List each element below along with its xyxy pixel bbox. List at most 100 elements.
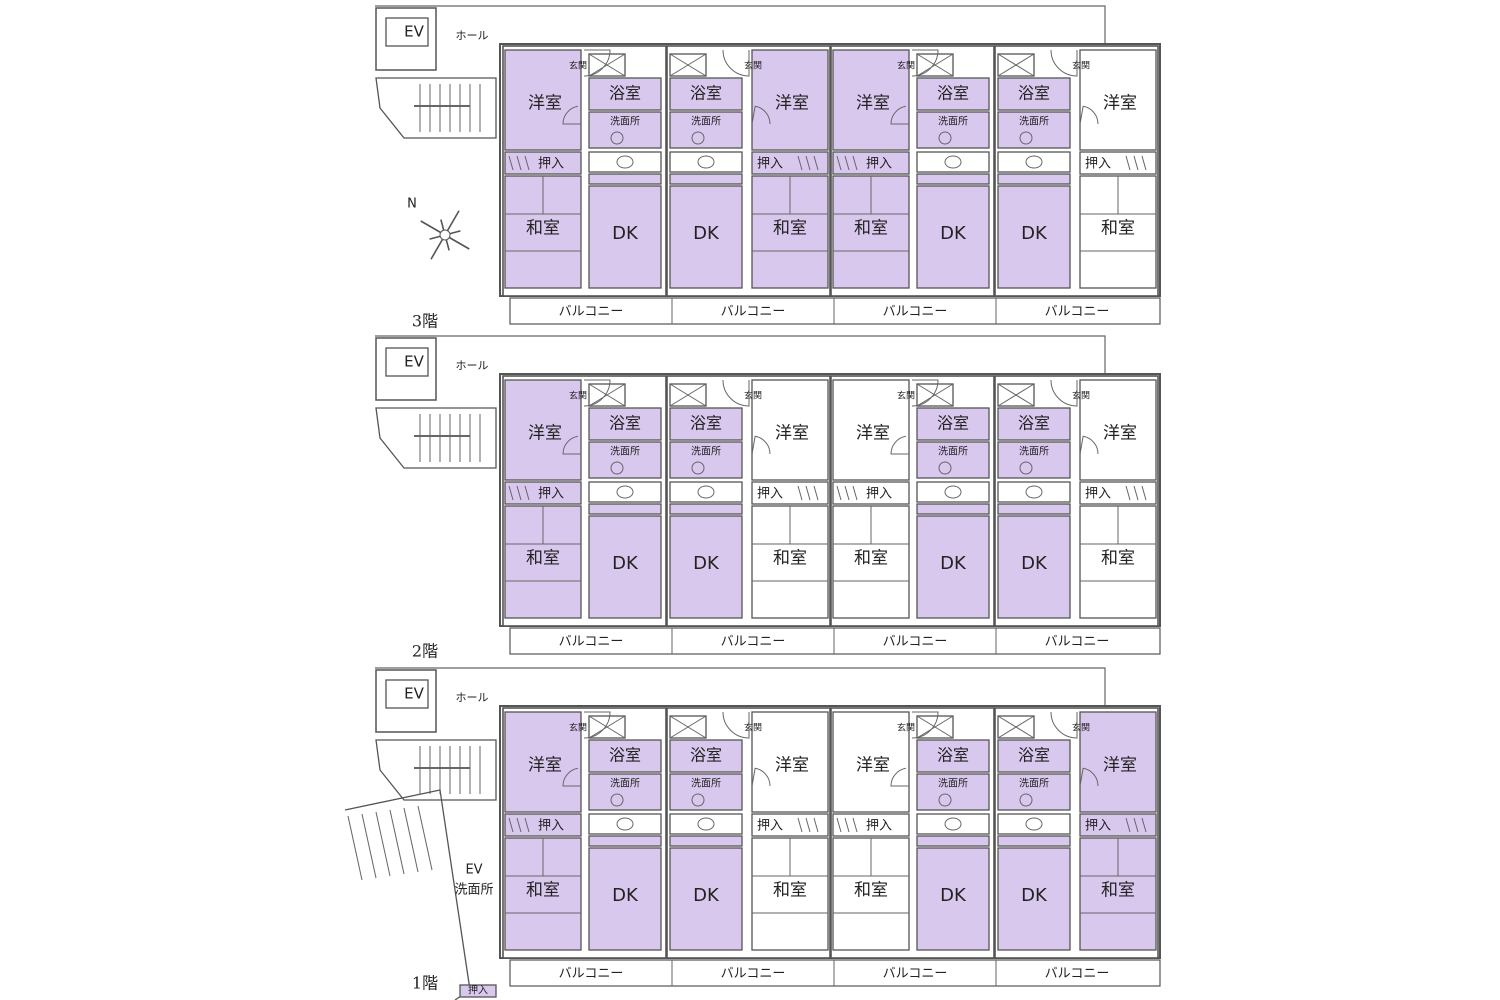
washroom-label: 洗面所 xyxy=(1019,446,1049,458)
washroom xyxy=(669,441,743,479)
bathroom xyxy=(916,739,990,773)
washroom xyxy=(588,773,662,811)
japanese-room-label: 和室 xyxy=(773,549,807,569)
dining-kitchen-label: DK xyxy=(612,885,639,906)
closet xyxy=(504,481,582,505)
entrance-stair-tread xyxy=(403,807,419,873)
bathroom xyxy=(916,77,990,111)
closet-door-mark xyxy=(813,155,819,171)
elevator-label: EV xyxy=(404,685,424,703)
washroom-label: 洗面所 xyxy=(938,116,968,128)
door-swing xyxy=(722,379,750,407)
door-swing xyxy=(890,767,909,787)
door-swing xyxy=(1079,767,1099,787)
closet-door-mark xyxy=(852,485,858,501)
entrance-label: 玄関 xyxy=(1072,60,1090,72)
toilet-icon xyxy=(938,461,952,475)
closet-door-mark xyxy=(797,817,803,833)
western-room xyxy=(504,49,582,151)
western-room xyxy=(751,49,829,151)
skylight-x xyxy=(669,53,707,77)
dining-kitchen-label: DK xyxy=(940,223,967,244)
hall-label: ホール xyxy=(456,691,489,704)
dining-kitchen xyxy=(916,847,990,951)
door-swing xyxy=(722,49,750,77)
bathroom-label: 浴室 xyxy=(690,414,722,433)
washroom xyxy=(916,111,990,149)
entrance-label: 玄関 xyxy=(1072,390,1090,402)
corridor xyxy=(916,813,990,835)
door-swing xyxy=(562,105,581,125)
dining-kitchen-label: DK xyxy=(940,885,967,906)
closet-label: 押入 xyxy=(866,487,892,502)
sink-icon xyxy=(697,817,715,831)
western-room xyxy=(1079,49,1157,151)
washroom-label: 洗面所 xyxy=(938,778,968,790)
bathroom-label: 浴室 xyxy=(937,414,969,433)
kitchen-counter xyxy=(669,503,743,515)
door-swing xyxy=(722,711,750,739)
closet-door-mark xyxy=(1125,817,1131,833)
dining-kitchen-label: DK xyxy=(1021,885,1048,906)
closet xyxy=(832,813,910,837)
toilet-icon xyxy=(691,461,705,475)
closet-label: 押入 xyxy=(1085,157,1111,172)
washroom-label: 洗面所 xyxy=(691,446,721,458)
elevator-box xyxy=(385,679,429,709)
closet-label: 押入 xyxy=(757,487,783,502)
skylight-x xyxy=(669,715,707,739)
corridor xyxy=(997,151,1071,173)
corridor xyxy=(669,481,743,503)
dining-kitchen-label: DK xyxy=(612,553,639,574)
sink-icon xyxy=(1025,485,1043,499)
closet-door-mark xyxy=(844,485,850,501)
washroom-label: 洗面所 xyxy=(691,116,721,128)
entrance-label: 玄関 xyxy=(744,60,762,72)
washroom-label: 洗面所 xyxy=(610,116,640,128)
elevator-label: EV xyxy=(404,23,424,41)
western-room xyxy=(832,711,910,813)
closet-door-mark xyxy=(1125,155,1131,171)
floor-label: 1階 xyxy=(412,974,438,993)
door-swing xyxy=(1079,105,1099,125)
door-swing xyxy=(911,379,939,407)
sink-icon xyxy=(944,817,962,831)
entrance-label: 玄関 xyxy=(744,722,762,734)
washroom-label: 洗面所 xyxy=(610,446,640,458)
bathroom xyxy=(588,739,662,773)
skylight-x xyxy=(669,383,707,407)
balcony-label: バルコニー xyxy=(721,967,786,982)
balcony-label: バルコニー xyxy=(559,305,624,320)
closet xyxy=(751,151,829,175)
kitchen-counter xyxy=(669,835,743,847)
closet-door-mark xyxy=(1125,485,1131,501)
western-room xyxy=(1079,379,1157,481)
western-room-label: 洋室 xyxy=(1103,756,1137,776)
corridor-outline xyxy=(375,5,1106,50)
dining-kitchen-label: DK xyxy=(940,553,967,574)
balcony-label: バルコニー xyxy=(721,635,786,650)
dining-kitchen xyxy=(669,185,743,289)
sink-icon xyxy=(1025,155,1043,169)
dining-kitchen xyxy=(997,185,1071,289)
compass-icon: N xyxy=(407,197,470,260)
entrance-label: 玄関 xyxy=(569,390,587,402)
dining-kitchen xyxy=(588,185,662,289)
balcony-outline xyxy=(509,959,1161,987)
corridor-outline xyxy=(375,335,1106,380)
closet-door-mark xyxy=(524,817,530,833)
bathroom-label: 浴室 xyxy=(937,84,969,103)
closet-door-mark xyxy=(1133,155,1139,171)
japanese-room-label: 和室 xyxy=(854,881,888,901)
corridor xyxy=(997,813,1071,835)
japanese-room-label: 和室 xyxy=(854,549,888,569)
balcony-outline xyxy=(509,297,1161,325)
washroom-label: 洗面所 xyxy=(691,778,721,790)
kitchen-counter xyxy=(669,173,743,185)
hall-label: ホール xyxy=(456,359,489,372)
entrance-label: 玄関 xyxy=(569,722,587,734)
door-swing xyxy=(751,767,771,787)
washroom-label: 洗面所 xyxy=(610,778,640,790)
